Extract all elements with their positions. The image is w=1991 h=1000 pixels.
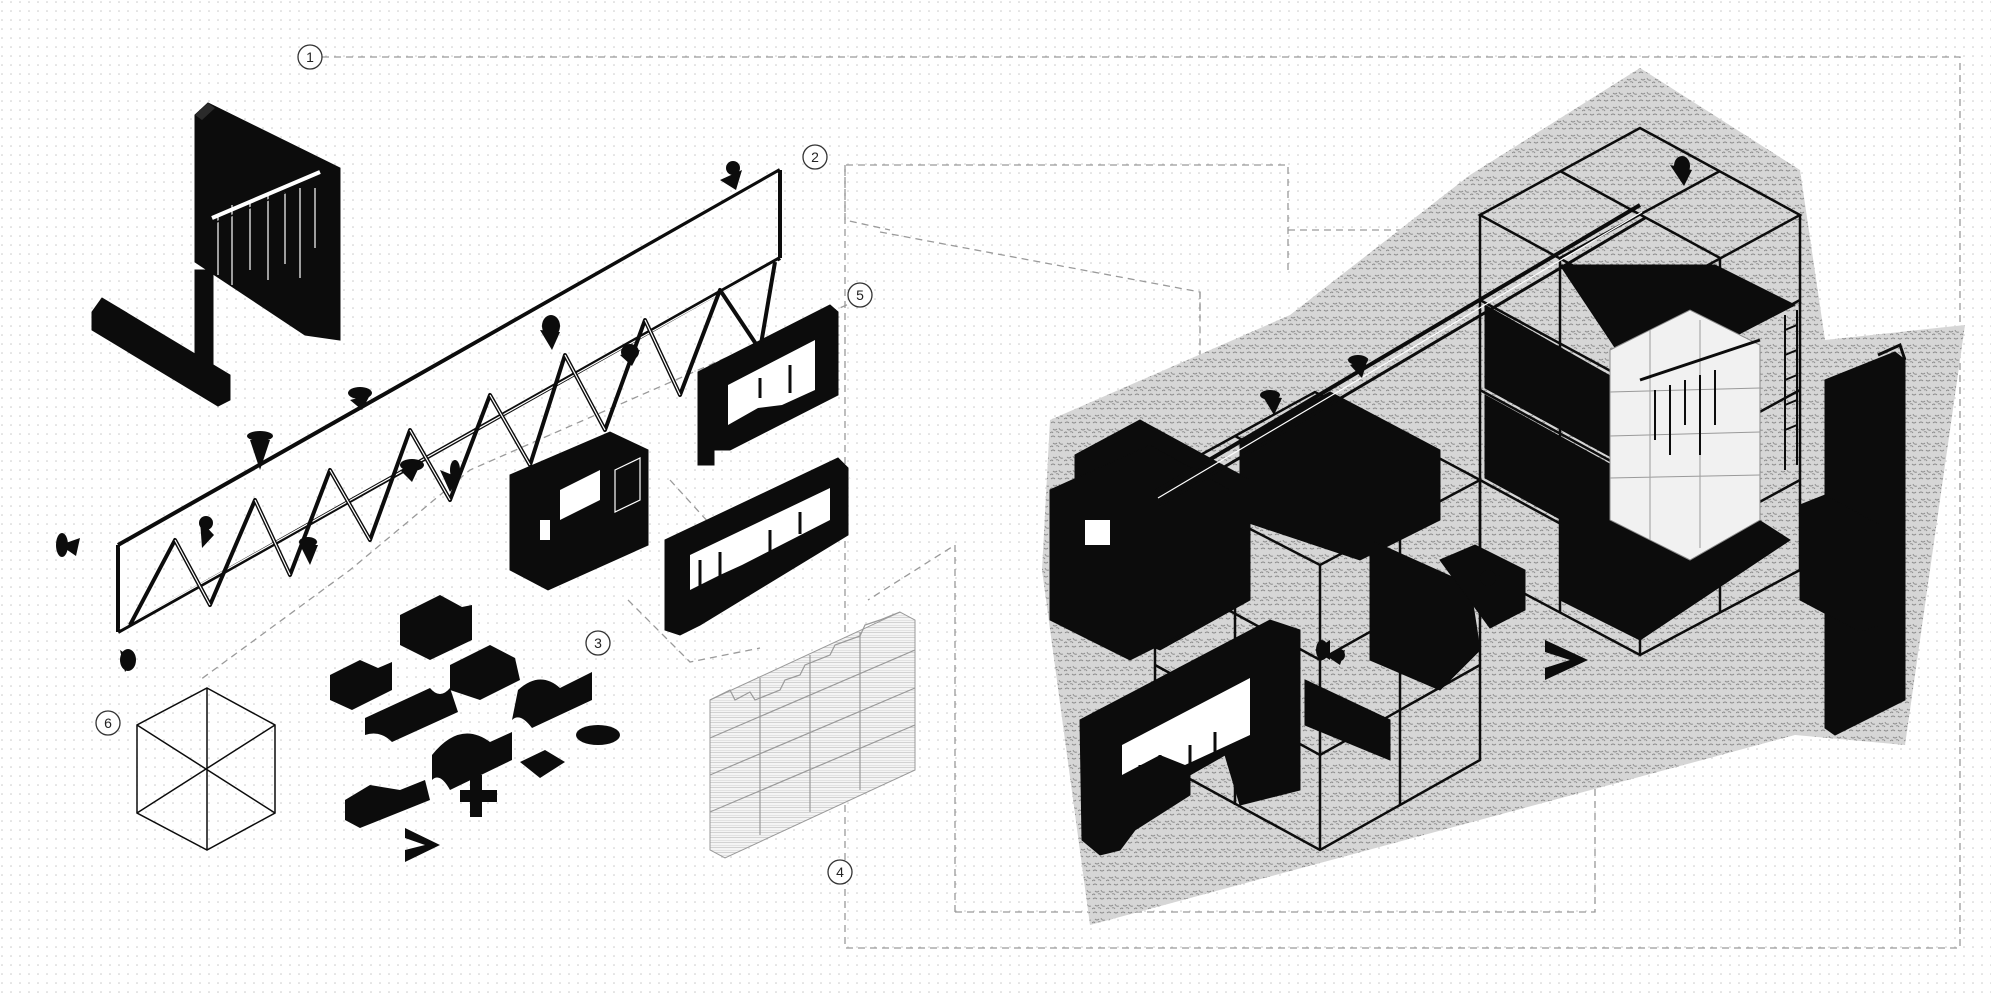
label-4: 4 — [827, 859, 853, 885]
svg-text:5: 5 — [856, 287, 864, 303]
assembled-installation — [1042, 68, 1965, 925]
label-3: 3 — [585, 630, 611, 656]
label-2: 2 — [802, 144, 828, 170]
label-1: 1 — [297, 44, 323, 70]
label-6: 6 — [95, 710, 121, 736]
furniture-pieces-component — [330, 595, 620, 862]
wall-units-component — [509, 304, 849, 636]
svg-text:1: 1 — [306, 49, 314, 65]
svg-text:3: 3 — [594, 635, 602, 651]
label-5: 5 — [847, 282, 873, 308]
hexagon-component — [136, 687, 276, 851]
stacked-panels-component — [709, 611, 916, 859]
svg-text:2: 2 — [811, 149, 819, 165]
svg-text:4: 4 — [836, 864, 844, 880]
truss-component — [56, 161, 782, 672]
curtain-wall-component — [91, 102, 341, 407]
svg-text:6: 6 — [104, 715, 112, 731]
